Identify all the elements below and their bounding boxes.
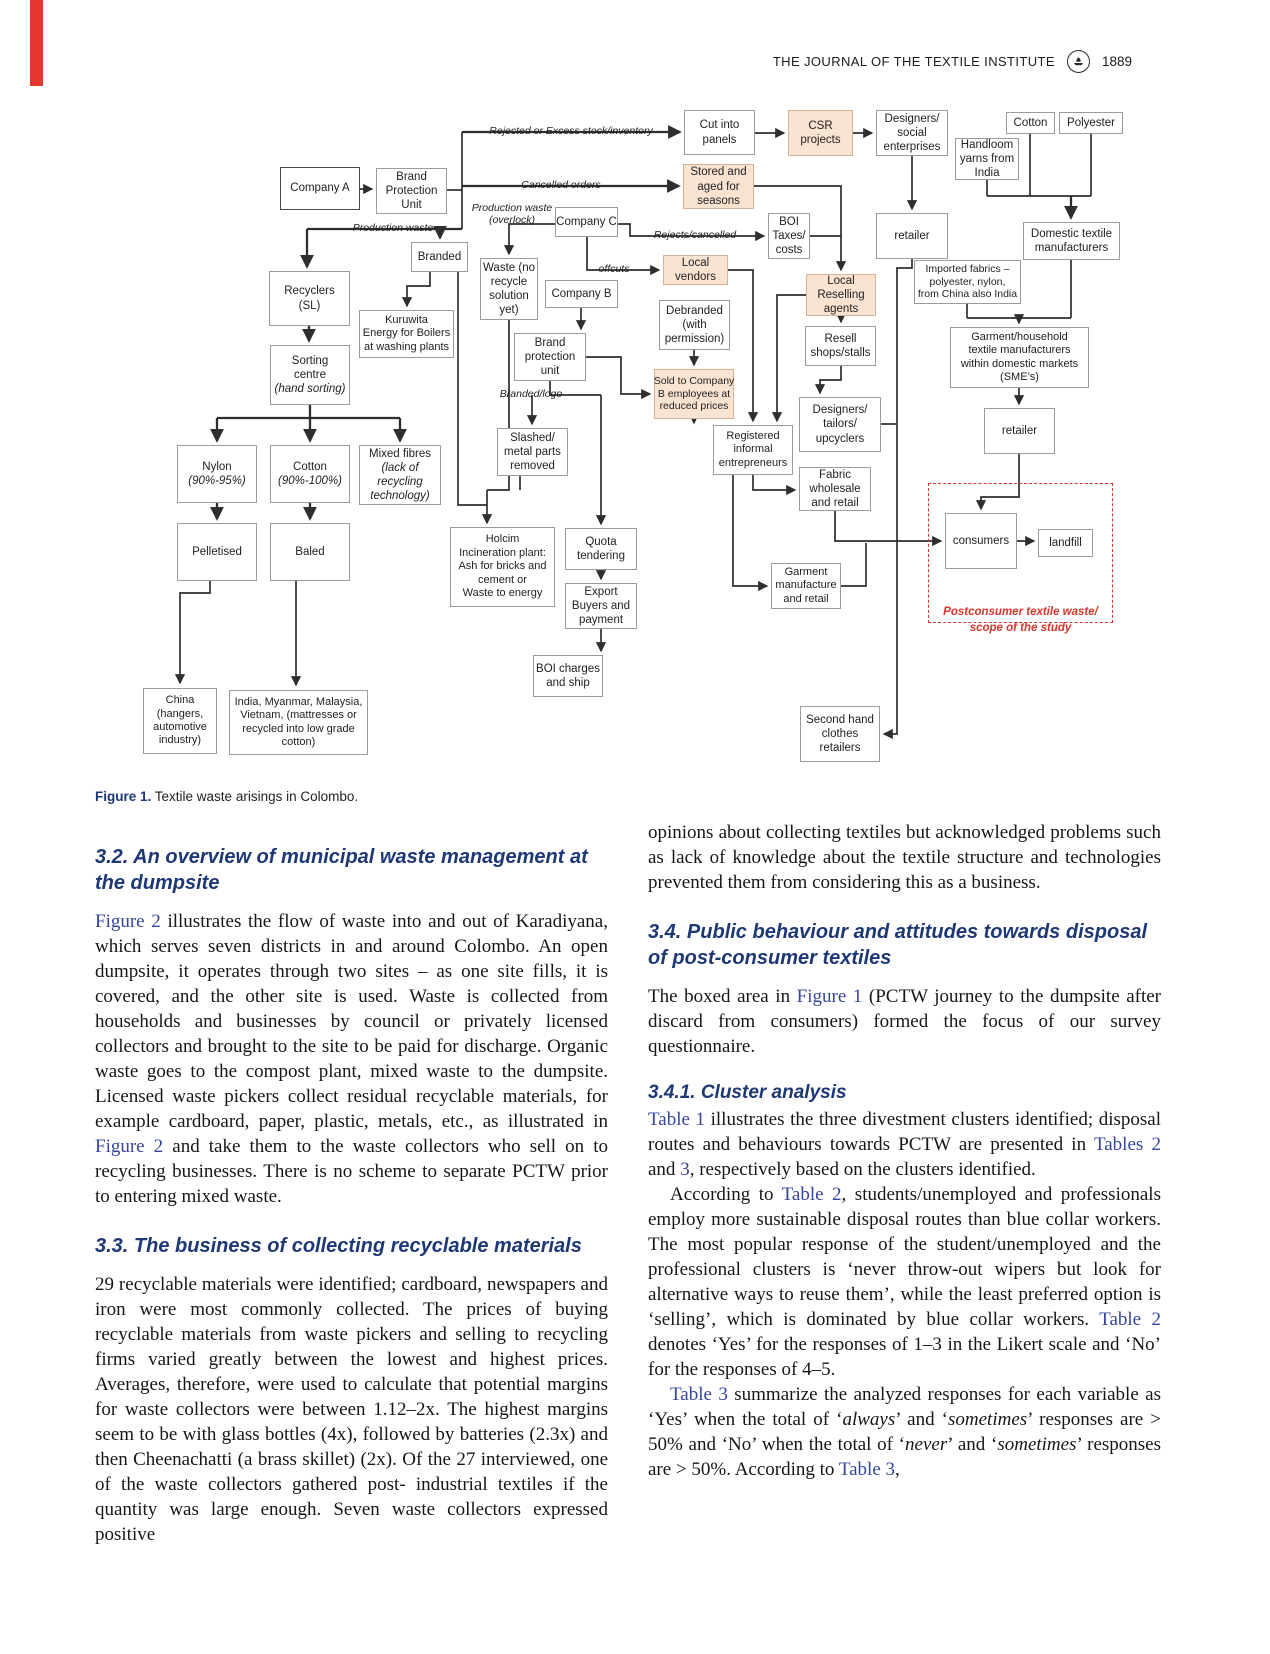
cross-reference-link[interactable]: Figure 2 [95, 911, 161, 932]
flow-node-polyester-input: Polyester [1059, 112, 1123, 134]
right-column: opinions about collecting textiles but a… [648, 820, 1161, 1482]
journal-logo-icon [1066, 50, 1090, 73]
edge-label-production-waste-overlock: Production waste(overlock) [471, 202, 553, 227]
paragraph: 29 recyclable materials were identified;… [95, 1274, 608, 1545]
edge-label-cancelled-orders: Cancelled orders [521, 179, 601, 191]
scope-note: Postconsumer textile waste/ scope of the… [943, 606, 1098, 634]
cross-reference-link[interactable]: Figure 1 [796, 986, 863, 1007]
flow-node-baled: Baled [270, 523, 350, 581]
journal-title: THE JOURNAL OF THE TEXTILE INSTITUTE [772, 54, 1055, 69]
cross-reference-link[interactable]: Table 2 [1099, 1309, 1161, 1330]
flow-node-cotton-input: Cotton [1006, 112, 1055, 134]
section-heading: 3.2. An overview of municipal waste mana… [95, 846, 588, 894]
flow-node-recyclers-sl: Recyclers(SL) [269, 271, 350, 326]
paragraph: According to Table 2, students/unemploye… [648, 1184, 1161, 1380]
paragraph: Figure 2 illustrates the flow of waste i… [95, 911, 609, 1207]
flow-node-company-c: Company C [555, 207, 618, 237]
section-heading: 3.4. Public behaviour and attitudes towa… [648, 921, 1147, 969]
paragraph: opinions about collecting textiles but a… [648, 822, 1161, 893]
scope-dashed-box [928, 483, 1113, 623]
cross-reference-link[interactable]: 3 [680, 1159, 690, 1180]
section-heading: 3.3. The business of collecting recyclab… [95, 1235, 582, 1257]
flow-node-india-myanmar: India, Myanmar, Malaysia,Vietnam, (mattr… [229, 690, 368, 755]
flow-node-retailer-1: retailer [876, 213, 948, 259]
left-column: 3.2. An overview of municipal waste mana… [95, 820, 608, 1547]
edge-label-branded-logo: Branded/logo [499, 388, 563, 400]
red-bookmark-ribbon [30, 0, 43, 86]
edge-label-rejects-cancelled: Rejects/cancelled [653, 229, 737, 241]
paragraph: Table 1 illustrates the three divestment… [648, 1109, 1161, 1180]
flow-node-cotton-sorted: Cotton(90%-100%) [270, 445, 350, 503]
flow-node-pelletised: Pelletised [177, 523, 257, 581]
edge-label-rejected-excess: Rejected or Excess stock/inventory [489, 125, 653, 137]
paragraph: Table 3 summarize the analyzed responses… [648, 1384, 1162, 1480]
flow-node-branded: Branded [411, 242, 468, 272]
flow-node-designers-tailors-upcyclers: Designers/tailors/upcyclers [799, 397, 881, 452]
flow-node-retailer-2: retailer [984, 408, 1055, 454]
edge-label-production-waste: Production waste [352, 222, 434, 234]
flow-node-imported-fabrics: Imported fabrics –polyester, nylon,from … [914, 260, 1021, 304]
figure-caption: Figure 1. Textile waste arisings in Colo… [95, 789, 358, 804]
flow-node-company-b: Company B [545, 280, 618, 308]
cross-reference-link[interactable]: Table 2 [781, 1184, 842, 1205]
flow-node-consumers: consumers [945, 513, 1017, 569]
edge-label-offcuts: offcuts [598, 263, 630, 275]
page-header: THE JOURNAL OF THE TEXTILE INSTITUTE 188… [640, 50, 1132, 73]
section-heading: 3.4.1. Cluster analysis [648, 1082, 847, 1103]
flow-node-company-a: Company A [280, 167, 360, 210]
cross-reference-link[interactable]: Table 3 [670, 1384, 728, 1405]
figure-caption-text: Textile waste arisings in Colombo. [154, 789, 359, 804]
cross-reference-link[interactable]: Table 1 [648, 1109, 706, 1130]
page-number: 1889 [1101, 54, 1132, 69]
flow-node-landfill: landfill [1038, 529, 1093, 557]
flow-node-nylon: Nylon(90%-95%) [177, 445, 257, 503]
cross-reference-link[interactable]: Figure 2 [95, 1136, 164, 1157]
cross-reference-link[interactable]: Table 3 [838, 1459, 896, 1480]
paragraph: The boxed area in Figure 1 (PCTW journey… [648, 986, 1161, 1057]
figure-caption-label: Figure 1. [95, 789, 152, 804]
cross-reference-link[interactable]: Tables 2 [1093, 1134, 1161, 1155]
